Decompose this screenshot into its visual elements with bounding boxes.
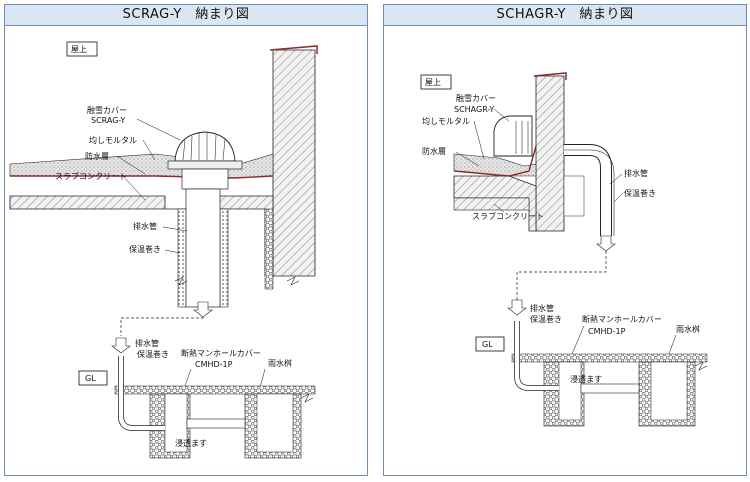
insulation-left <box>177 208 187 308</box>
manhole-label: 断熱マンホールカバー <box>181 348 261 358</box>
slab-concrete <box>9 195 274 277</box>
panel-title: SCRAG-Y 納まり図 <box>5 5 367 26</box>
drain-pipe-lower-label: 排水管 <box>530 303 554 313</box>
parapet-coping <box>269 45 318 54</box>
roof-label-box <box>66 41 98 57</box>
pipe-route-connector <box>516 236 607 306</box>
panel-scrag-y: SCRAG-Y 納まり図 屋上 融雪カバー SCRAG <box>4 4 368 476</box>
manhole-model-label: CMHD-1P <box>588 327 626 336</box>
ground-surface <box>114 385 316 395</box>
rain-box-label: 雨水桝 <box>676 324 700 334</box>
infiltration-label: 浸透ます <box>175 439 207 448</box>
infiltration-label: 浸透ます <box>570 375 602 384</box>
gl-label: GL <box>482 340 493 349</box>
waterproof-label: 防水層 <box>422 146 446 156</box>
ground-surface <box>511 353 708 363</box>
roof-label-box <box>420 74 452 90</box>
manhole-model-label: CMHD-1P <box>195 360 233 369</box>
mortar-label: 均しモルタル <box>422 116 470 126</box>
slab-label: スラブコンクリート <box>472 211 544 221</box>
manhole-label: 断熱マンホールカバー <box>582 314 662 324</box>
drain-pipe-label: 排水管 <box>624 168 648 178</box>
mortar-label: 均しモルタル <box>89 135 137 145</box>
snowmelt-cover <box>174 131 236 162</box>
insulation-right <box>219 208 229 308</box>
waterproof-layer <box>453 145 537 177</box>
waterproof-label: 防水層 <box>85 151 109 161</box>
roof-label: 屋上 <box>71 45 87 54</box>
drain-pipe <box>185 188 221 308</box>
insulation-lower-label: 保温巻き <box>530 314 562 324</box>
drain-pipe-label: 排水管 <box>133 221 157 231</box>
slab-label: スラブコンクリート <box>55 171 127 181</box>
parapet-wall <box>272 49 316 277</box>
panel-schagr-y: SCHAGR-Y 納まり図 屋上 融雪カバー SCHAGR-Y 均しモルタル 防… <box>383 4 747 476</box>
parapet-coping <box>533 72 567 80</box>
pipe-route-connector <box>120 307 204 336</box>
panel-title: SCHAGR-Y 納まり図 <box>384 5 746 26</box>
drain-pipe-lower-label: 排水管 <box>135 338 159 348</box>
gl-label-box <box>78 370 108 386</box>
insulation-label: 保温巻き <box>624 188 656 198</box>
schagr-y-drawing: 屋上 融雪カバー SCHAGR-Y 均しモルタル 防水層 スラブコンクリート 排… <box>420 72 708 427</box>
snowmelt-cover <box>493 115 533 157</box>
insulation-label: 保温巻き <box>129 244 161 254</box>
drain-flange <box>167 160 243 170</box>
gl-label: GL <box>85 374 96 383</box>
cover-model-label: SCRAG-Y <box>91 116 125 125</box>
rain-box-label: 雨水桝 <box>268 358 292 368</box>
cover-model-label: SCHAGR-Y <box>454 105 494 114</box>
gl-label-box <box>475 336 505 352</box>
insulation-lower-label: 保温巻き <box>137 349 169 359</box>
cover-label: 融雪カバー <box>456 93 496 103</box>
parapet-wall <box>535 75 565 232</box>
scrag-y-drawing: 屋上 融雪カバー SCRAG-Y 均しモルタル 防水 <box>9 41 318 459</box>
cover-label: 融雪カバー <box>87 105 127 115</box>
roof-label: 屋上 <box>425 78 441 87</box>
